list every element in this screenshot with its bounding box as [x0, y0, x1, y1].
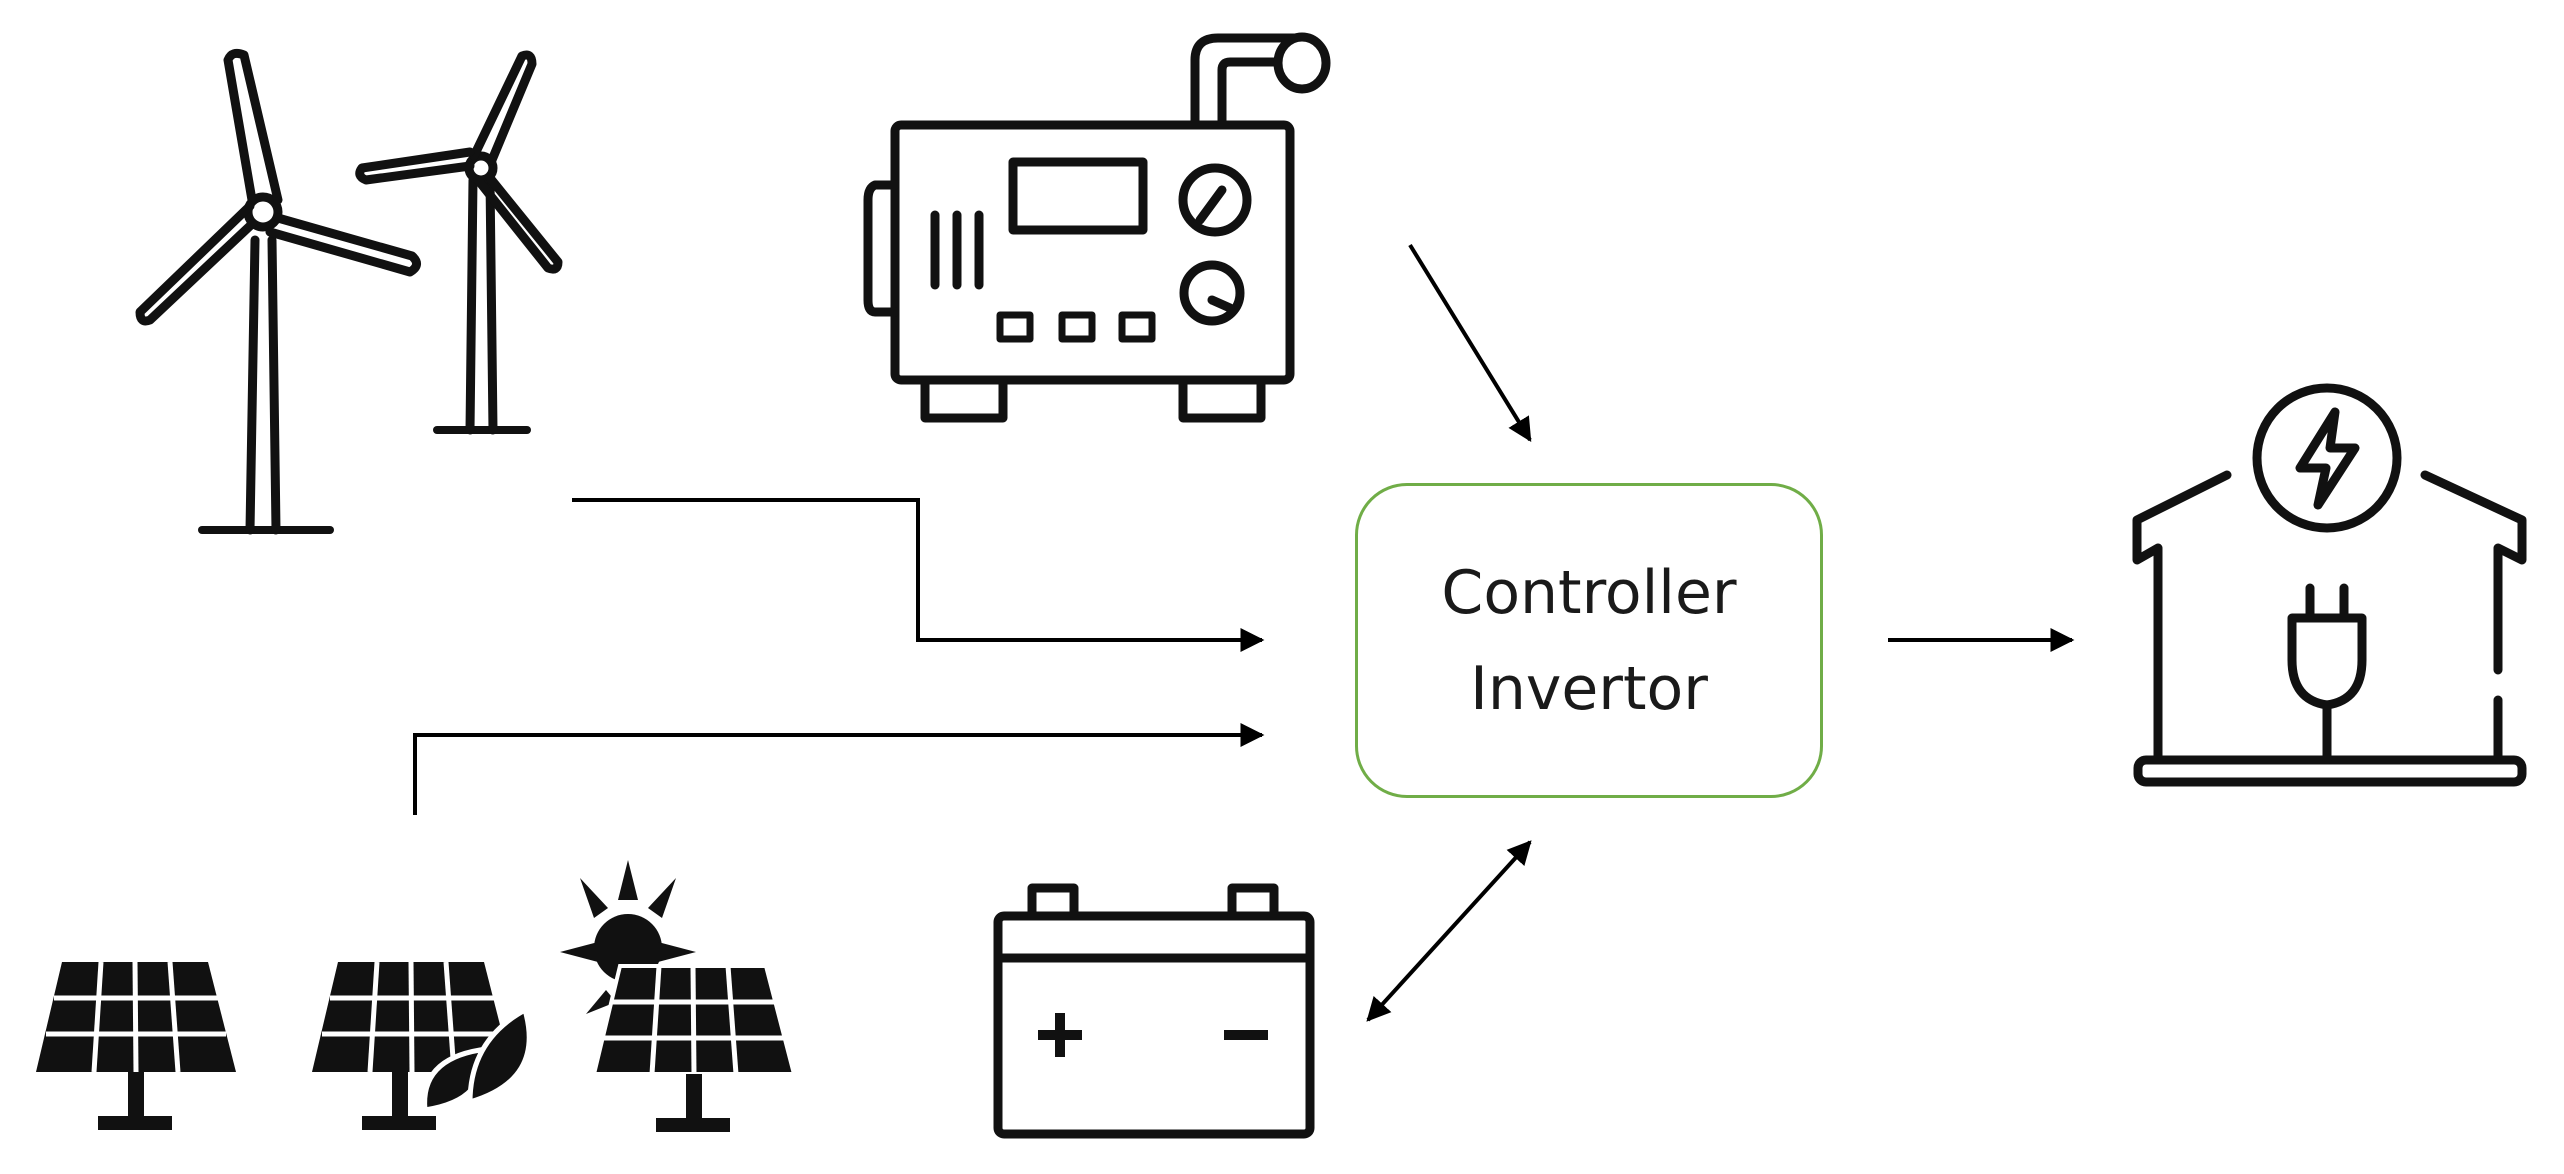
- generator-to-controller-arrow: [1408, 243, 1532, 443]
- controller-invertor-box: Controller Invertor: [1355, 483, 1823, 798]
- solar-panel-2: [312, 961, 532, 1130]
- generator-icon: [863, 32, 1331, 423]
- solar-panel-icon: [36, 860, 797, 1132]
- wind-turbine-icon: [135, 48, 563, 535]
- wind-to-controller-arrow: [572, 498, 1265, 652]
- smart-home-plug-icon: [2132, 383, 2527, 787]
- solar-panel-1: [36, 961, 236, 1130]
- wind-turbine-large: [135, 48, 421, 535]
- wind-turbine-small: [355, 50, 563, 435]
- battery-icon: [993, 883, 1315, 1139]
- battery-controller-arrow: [1366, 840, 1532, 1022]
- invertor-label: Invertor: [1470, 653, 1708, 724]
- connectors: [413, 243, 2075, 1022]
- controller-label: Controller: [1441, 557, 1737, 628]
- solar-panel-3: [591, 964, 797, 1132]
- solar-to-controller-arrow: [413, 723, 1265, 815]
